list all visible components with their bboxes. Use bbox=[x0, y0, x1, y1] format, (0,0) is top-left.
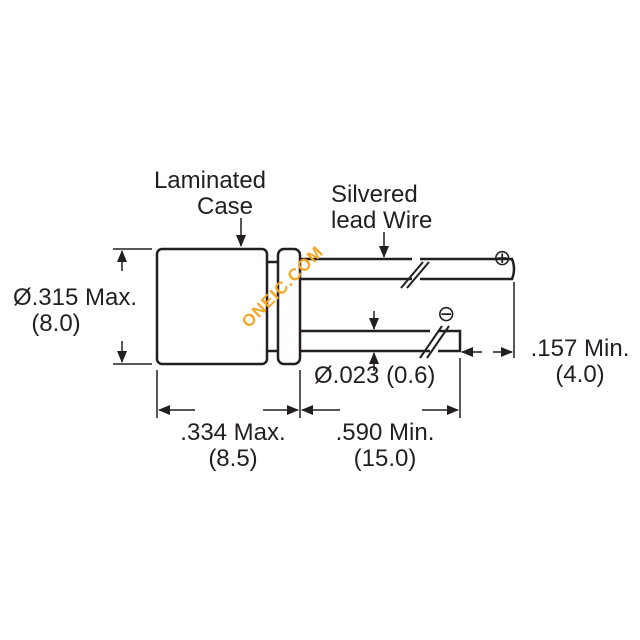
case-length-dimension: .334 Max. (8.5) bbox=[158, 420, 308, 472]
lead-diameter-dimension: Ø.023 (0.6) bbox=[314, 363, 435, 389]
positive-lead bbox=[300, 257, 516, 281]
lead-diameter-inches: Ø.023 bbox=[314, 362, 380, 389]
case-diameter-dimension: Ø.315 Max. (8.0) bbox=[0, 285, 150, 337]
lead-spacing-inches: .157 Min. bbox=[530, 335, 630, 362]
case-length-mm: (8.5) bbox=[208, 445, 258, 472]
capacitor-body bbox=[155, 247, 269, 366]
negative-polarity-icon: ⊖ bbox=[437, 302, 456, 327]
lead-spacing-dimension: .157 Min. (4.0) bbox=[520, 336, 640, 388]
lead-length-inches: .590 Min. bbox=[335, 419, 435, 446]
lead-spacing-mm: (4.0) bbox=[555, 361, 605, 388]
capacitor-end-seal bbox=[276, 247, 302, 366]
silvered-lead-wire-line1: Silvered bbox=[331, 181, 418, 208]
silvered-lead-wire-line2: lead Wire bbox=[331, 207, 433, 234]
lead-diameter-mm: (0.6) bbox=[386, 362, 436, 389]
positive-polarity-icon: ⊕ bbox=[493, 246, 512, 271]
laminated-case-line2: Case bbox=[196, 193, 254, 220]
silvered-lead-wire-label: Silvered lead Wire bbox=[331, 182, 432, 234]
lead-length-mm: (15.0) bbox=[353, 445, 417, 472]
case-length-inches: .334 Max. bbox=[180, 419, 286, 446]
lead-length-dimension: .590 Min. (15.0) bbox=[310, 420, 460, 472]
negative-lead bbox=[300, 329, 462, 353]
case-diameter-inches: Ø.315 Max. bbox=[12, 284, 138, 311]
laminated-case-line1: Laminated bbox=[153, 167, 267, 194]
laminated-case-label: Laminated Case bbox=[130, 168, 290, 220]
case-diameter-mm: (8.0) bbox=[31, 310, 81, 337]
